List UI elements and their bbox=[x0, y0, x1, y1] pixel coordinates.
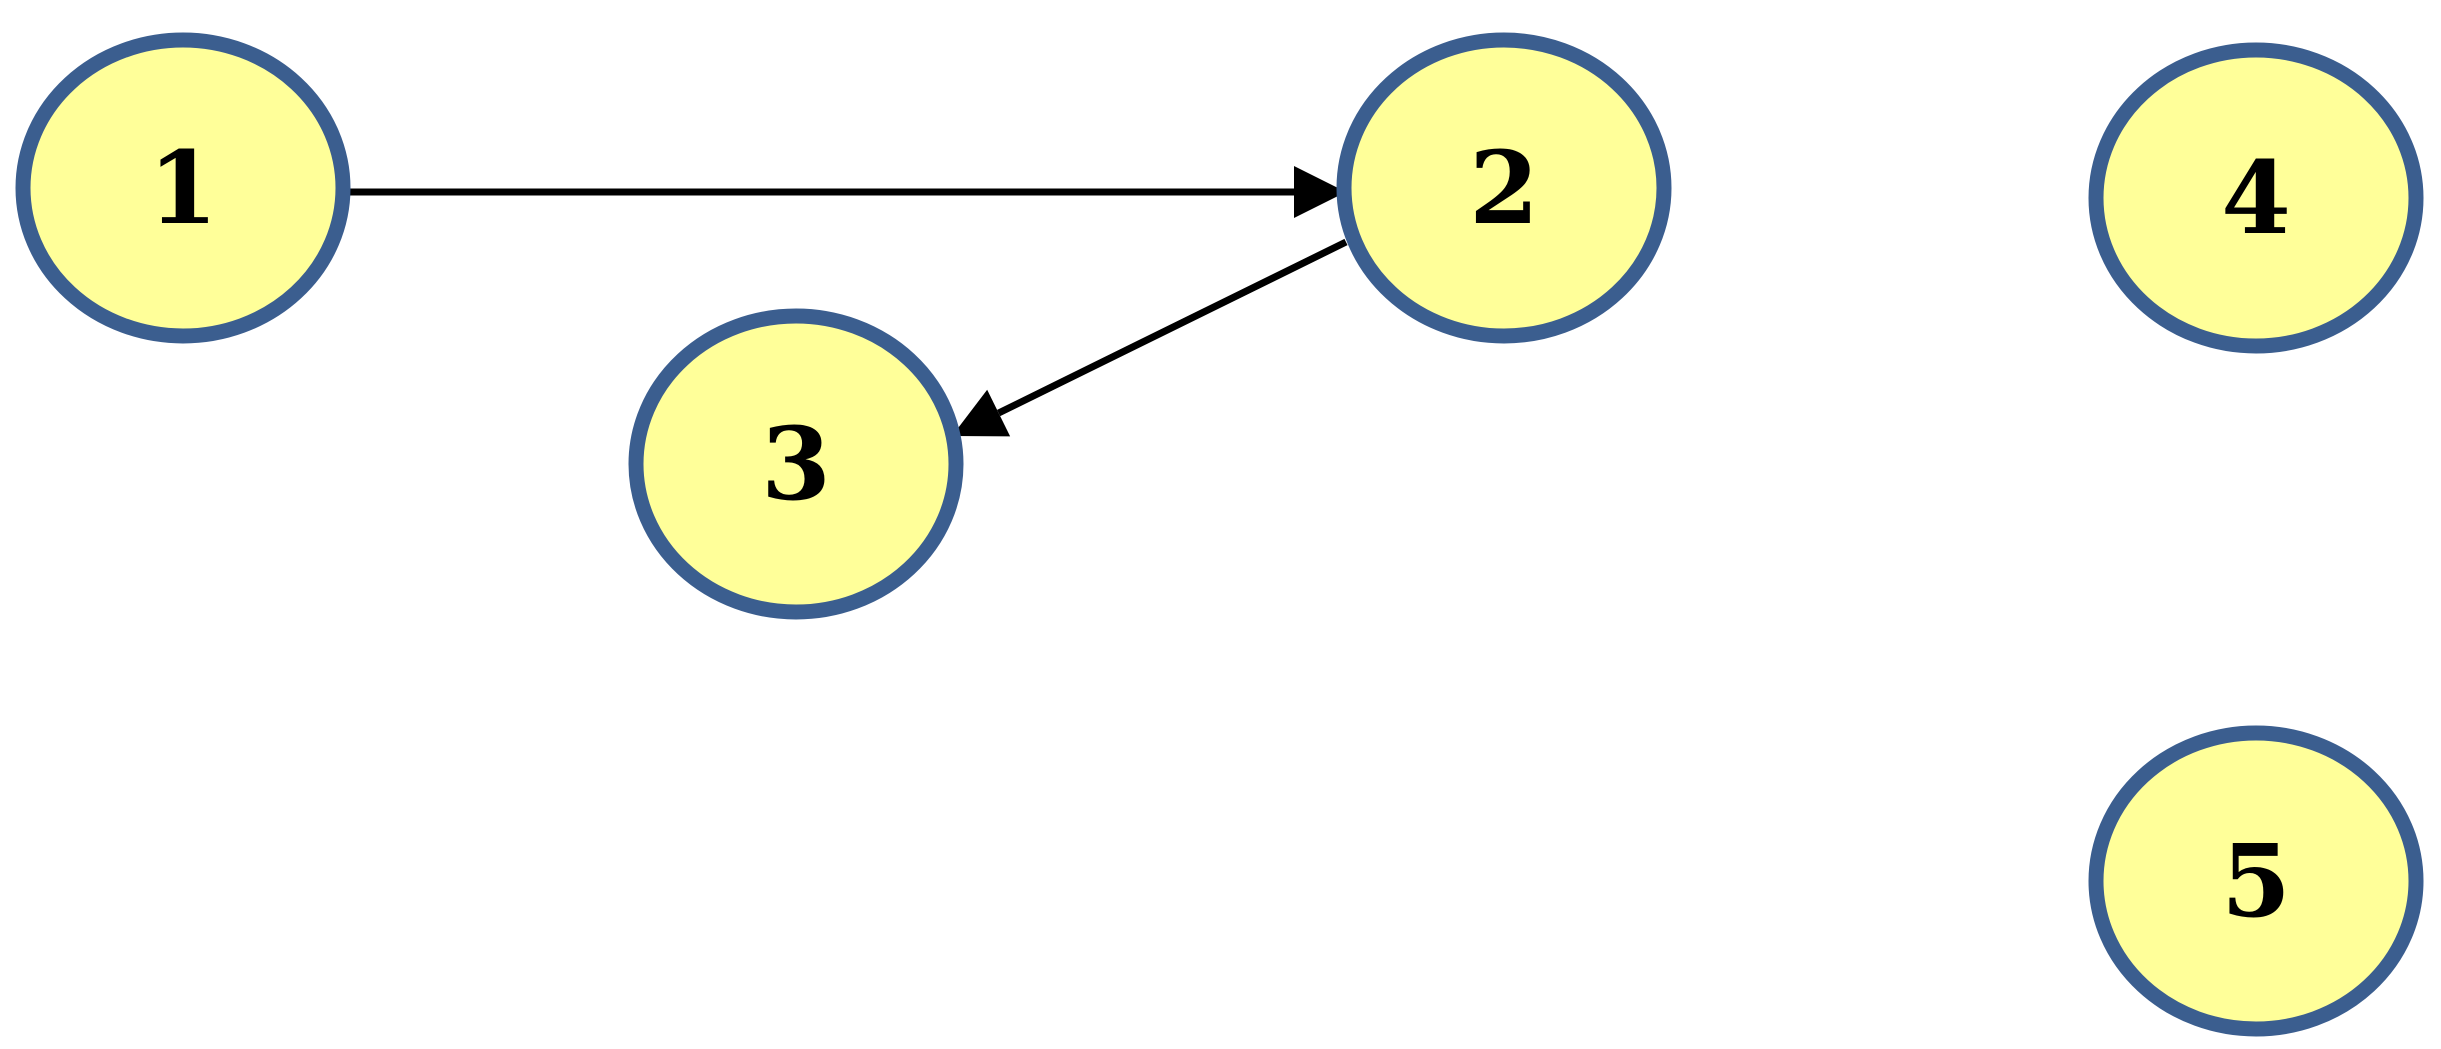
node-ellipse bbox=[628, 308, 964, 620]
edges-layer bbox=[343, 166, 1348, 437]
edge-line bbox=[997, 238, 1348, 417]
arrowhead-icon bbox=[952, 389, 1011, 437]
node-5: 5 bbox=[2088, 725, 2424, 1037]
node-ellipse bbox=[2088, 725, 2424, 1037]
node-2: 2 bbox=[1336, 32, 1672, 344]
node-label: 4 bbox=[2221, 139, 2291, 257]
nodes-layer: 1 2 3 4 5 bbox=[15, 32, 2424, 1037]
edge-2-3 bbox=[952, 238, 1348, 437]
node-4: 4 bbox=[2088, 42, 2424, 354]
node-label: 1 bbox=[148, 129, 218, 247]
node-1: 1 bbox=[15, 32, 351, 344]
node-ellipse bbox=[15, 32, 351, 344]
node-3: 3 bbox=[628, 308, 964, 620]
node-label: 3 bbox=[761, 405, 831, 523]
node-ellipse bbox=[1336, 32, 1672, 344]
node-label: 2 bbox=[1469, 129, 1539, 247]
arrowhead-icon bbox=[1294, 166, 1346, 218]
node-ellipse bbox=[2088, 42, 2424, 354]
node-label: 5 bbox=[2221, 822, 2291, 940]
edge-1-2 bbox=[343, 166, 1346, 218]
